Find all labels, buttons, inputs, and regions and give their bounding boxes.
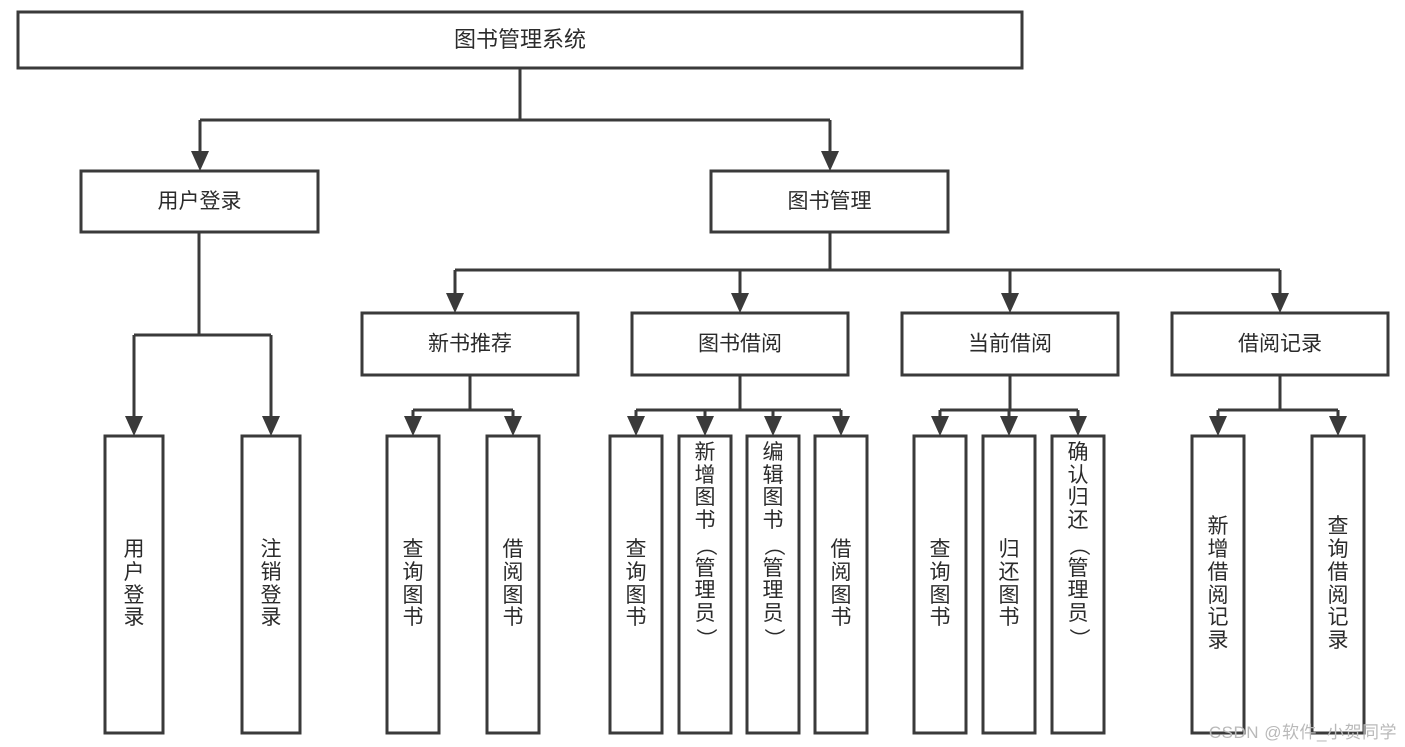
arrow-user-0 bbox=[125, 416, 143, 436]
node-box-leaf-add-book[interactable] bbox=[677, 434, 733, 735]
node-box-new-book-recommend[interactable] bbox=[360, 311, 580, 377]
arrow-new-book-recommend-0 bbox=[404, 416, 422, 436]
arrow-root-1 bbox=[821, 151, 839, 171]
arrow-book-borrow-1 bbox=[696, 416, 714, 436]
node-box-book-borrow[interactable] bbox=[630, 311, 850, 377]
node-box-leaf-query-book-borrow[interactable] bbox=[608, 434, 664, 735]
node-box-leaf-confirm-return[interactable] bbox=[1050, 434, 1106, 735]
arrow-book-borrow-3 bbox=[832, 416, 850, 436]
node-label-book-borrow: 图书借阅 bbox=[698, 333, 782, 356]
node-box-leaf-query-book-rec[interactable] bbox=[385, 434, 441, 735]
node-box-leaf-return-book[interactable] bbox=[981, 434, 1037, 735]
node-box-user-login[interactable] bbox=[79, 169, 320, 234]
arrow-manage-1 bbox=[731, 293, 749, 313]
node-box-leaf-query-book-current[interactable] bbox=[912, 434, 968, 735]
node-box-current-borrow[interactable] bbox=[900, 311, 1120, 377]
arrow-new-book-recommend-1 bbox=[504, 416, 522, 436]
node-box-leaf-add-record[interactable] bbox=[1190, 434, 1246, 735]
node-box-leaf-query-record[interactable] bbox=[1310, 434, 1366, 735]
arrow-current-borrow-1 bbox=[1000, 416, 1018, 436]
node-box-root[interactable] bbox=[16, 10, 1024, 70]
node-box-layer bbox=[16, 10, 1390, 735]
arrow-manage-3 bbox=[1271, 293, 1289, 313]
node-label-book-manage: 图书管理 bbox=[788, 190, 872, 213]
node-box-leaf-user-login[interactable] bbox=[103, 434, 165, 735]
node-label-borrow-record: 借阅记录 bbox=[1238, 333, 1322, 356]
node-label-new-book-recommend: 新书推荐 bbox=[428, 333, 512, 356]
arrow-manage-2 bbox=[1001, 293, 1019, 313]
node-box-book-manage[interactable] bbox=[709, 169, 950, 234]
arrow-current-borrow-0 bbox=[931, 416, 949, 436]
arrow-manage-0 bbox=[446, 293, 464, 313]
arrow-current-borrow-2 bbox=[1069, 416, 1087, 436]
arrow-borrow-record-0 bbox=[1209, 416, 1227, 436]
arrow-root-0 bbox=[191, 151, 209, 171]
node-box-leaf-borrow-book-rec[interactable] bbox=[485, 434, 541, 735]
watermark: CSDN @软件_小贺同学 bbox=[1208, 723, 1397, 742]
arrow-book-borrow-0 bbox=[627, 416, 645, 436]
arrow-user-1 bbox=[262, 416, 280, 436]
arrow-borrow-record-1 bbox=[1329, 416, 1347, 436]
node-box-borrow-record[interactable] bbox=[1170, 311, 1390, 377]
node-box-leaf-borrow-book[interactable] bbox=[813, 434, 869, 735]
node-box-leaf-logout[interactable] bbox=[240, 434, 302, 735]
node-label-current-borrow: 当前借阅 bbox=[968, 333, 1052, 356]
connector-layer bbox=[125, 68, 1347, 436]
node-label-user-login: 用户登录 bbox=[158, 190, 242, 213]
node-box-leaf-edit-book[interactable] bbox=[745, 434, 801, 735]
arrow-book-borrow-2 bbox=[764, 416, 782, 436]
node-label-root: 图书管理系统 bbox=[454, 27, 586, 52]
